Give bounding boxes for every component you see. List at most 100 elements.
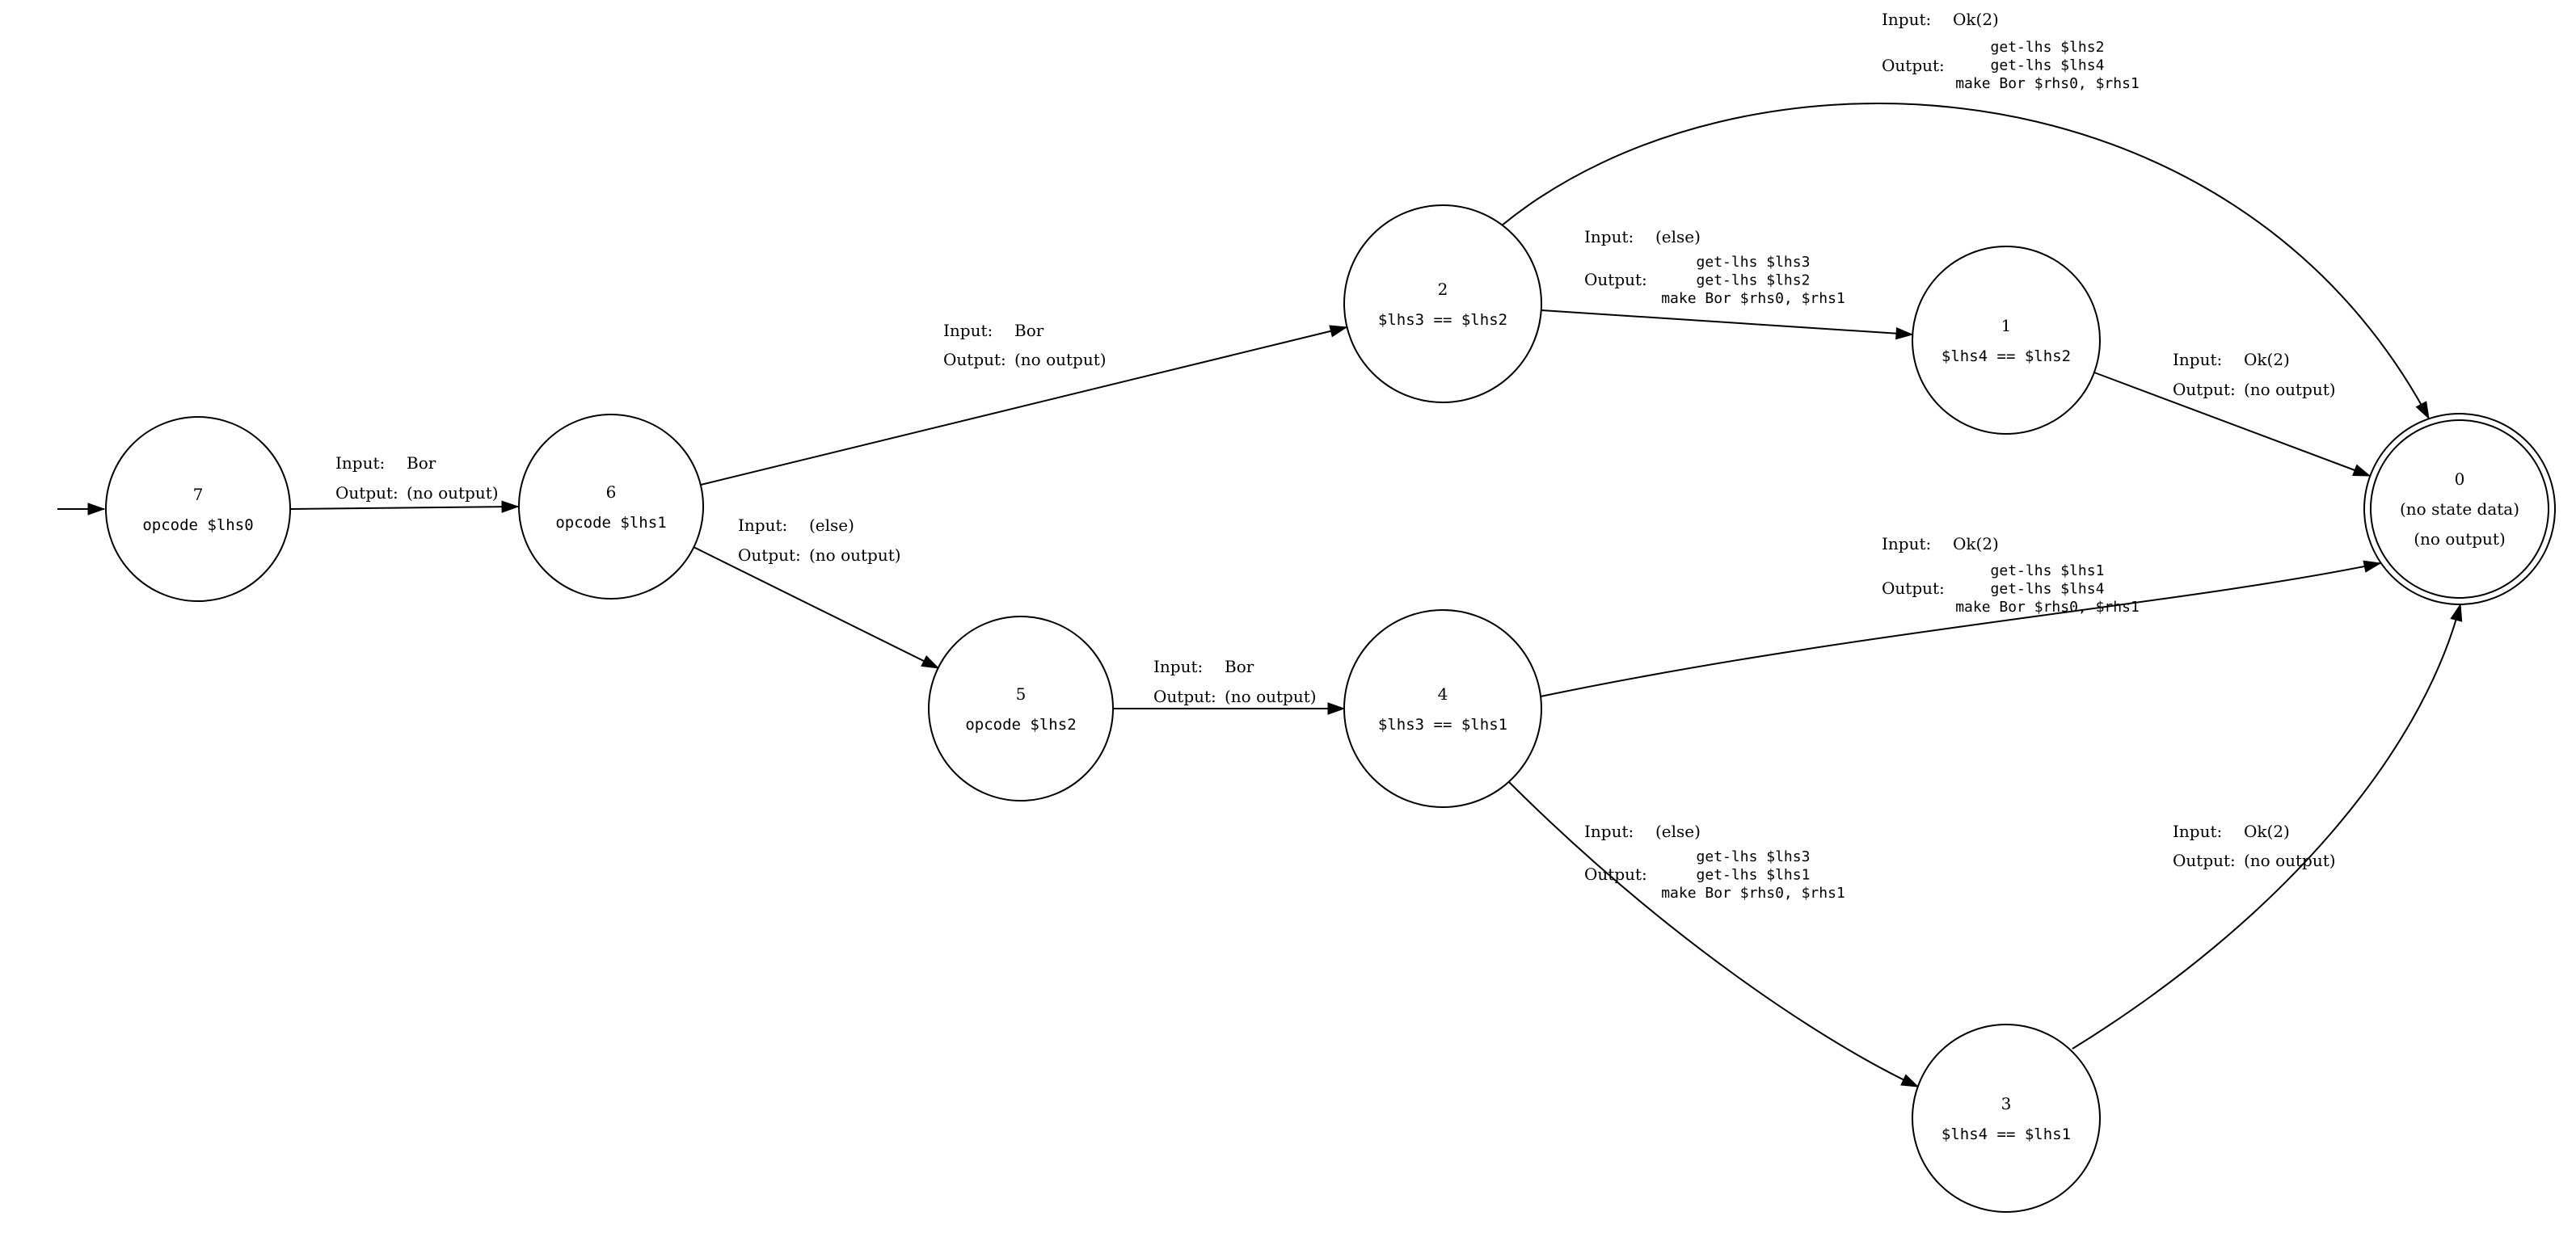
output-key: Output: <box>738 545 801 565</box>
input-key: Input: <box>1882 10 1931 29</box>
transition-arrow-2-to-0 <box>1501 102 2430 419</box>
input-value: (else) <box>809 515 854 535</box>
state-circle-4 <box>1343 609 1542 808</box>
output-key: Output: <box>2173 851 2236 870</box>
state-node-5: 5 opcode $lhs2 <box>928 616 1114 802</box>
state-detail-1: $lhs4 == $lhs2 <box>1941 347 2071 365</box>
state-id-5: 5 <box>1016 684 1027 704</box>
input-key: Input: <box>1584 227 1634 246</box>
state-detail-0: (no output) <box>2414 529 2506 549</box>
output-action-line: make Bor $rhs0, $rhs1 <box>1661 885 1845 902</box>
transition-label-2-to-1: Input: (else) Output: get-lhs $lhs3get-lhs … <box>1584 227 1845 307</box>
transition-edge-2-to-1 <box>1541 309 1912 334</box>
state-id-6: 6 <box>606 482 617 502</box>
transition-edge-2-to-0 <box>1501 102 2430 419</box>
input-value: (else) <box>1655 822 1701 841</box>
transition-label-6-to-5: Input:(else)Output:(no output) <box>738 515 901 565</box>
input-value: Ok(2) <box>2244 822 2290 841</box>
transition-edge-6-to-2 <box>700 327 1347 486</box>
state-node-3: 3 $lhs4 == $lhs1 <box>1912 1024 2101 1213</box>
transition-arrow-4-to-0 <box>1540 563 2380 697</box>
transition-label-3-to-0: Input: Ok(2) Output: (no output) <box>2173 822 2336 870</box>
input-key: Input: <box>1882 534 1931 553</box>
transition-edge-4-to-3 <box>1508 781 1918 1088</box>
output-action-line: make Bor $rhs0, $rhs1 <box>1661 290 1845 307</box>
output-value: (no output) <box>1014 350 1107 369</box>
state-id-3: 3 <box>2001 1094 2012 1113</box>
transition-arrow-7-to-6 <box>289 507 518 509</box>
transition-edge-6-to-5 <box>693 546 938 669</box>
state-id-0: 0 <box>2455 469 2465 489</box>
transition-arrow-2-to-1 <box>1541 309 1912 334</box>
output-action-line: get-lhs $lhs1 <box>1991 562 2105 579</box>
input-value: Ok(2) <box>1953 10 1999 29</box>
transition-edge-7-to-6 <box>289 507 518 509</box>
output-key: Output: <box>1153 687 1216 706</box>
input-key: Input: <box>2173 822 2222 841</box>
transition-arrow-4-to-3 <box>1508 781 1918 1088</box>
state-circle-3 <box>1912 1024 2101 1213</box>
accepting-inner-circle-0 <box>2370 419 2549 599</box>
state-id-7: 7 <box>193 485 204 504</box>
input-value: (else) <box>1655 227 1701 246</box>
output-value: (no output) <box>2244 380 2336 399</box>
output-value: (no output) <box>407 483 499 503</box>
state-detail-5: opcode $lhs2 <box>965 716 1076 734</box>
state-detail-4: $lhs3 == $lhs1 <box>1378 716 1507 734</box>
transition-arrow-6-to-5 <box>693 546 938 669</box>
output-action-line: make Bor $rhs0, $rhs1 <box>1955 599 2140 616</box>
output-action-line: get-lhs $lhs3 <box>1697 254 1811 271</box>
input-value: Bor <box>407 453 436 473</box>
state-id-1: 1 <box>2001 316 2012 335</box>
state-node-7: 7 opcode $lhs0 <box>105 416 291 602</box>
state-circle-5 <box>928 616 1114 802</box>
transition-edge-4-to-0 <box>1540 563 2380 697</box>
output-action-line: get-lhs $lhs2 <box>1697 272 1811 289</box>
input-key: Input: <box>1584 822 1634 841</box>
transition-arrow-1-to-0 <box>2093 372 2370 477</box>
transition-arrow-6-to-2 <box>700 327 1347 486</box>
output-key: Output: <box>335 483 398 503</box>
input-key: Input: <box>1153 657 1203 676</box>
output-value: (no output) <box>1225 687 1317 706</box>
output-key: Output: <box>1584 270 1647 289</box>
output-value: (no output) <box>2244 851 2336 870</box>
state-circle-6 <box>518 414 704 600</box>
output-key: Output: <box>1584 865 1647 884</box>
state-node-0: 0(no state data)(no output) <box>2363 413 2556 605</box>
state-node-1: 1 $lhs4 == $lhs2 <box>1912 246 2101 435</box>
state-node-4: 4 $lhs3 == $lhs1 <box>1343 609 1542 808</box>
transition-arrow-3-to-0 <box>2072 604 2460 1050</box>
input-key: Input: <box>2173 350 2222 369</box>
state-detail-7: opcode $lhs0 <box>142 516 253 534</box>
input-key: Input: <box>738 515 787 535</box>
output-key: Output: <box>2173 380 2236 399</box>
input-value: Ok(2) <box>2244 350 2290 369</box>
transition-edge-3-to-0 <box>2072 604 2460 1050</box>
output-action-line: get-lhs $lhs1 <box>1697 867 1811 884</box>
output-action-line: make Bor $rhs0, $rhs1 <box>1955 75 2140 92</box>
state-circle-1 <box>1912 246 2101 435</box>
edges-layer <box>57 102 2460 1088</box>
output-key: Output: <box>943 350 1006 369</box>
input-value: Bor <box>1014 321 1044 340</box>
state-id-4: 4 <box>1438 684 1448 704</box>
output-action-line: get-lhs $lhs4 <box>1991 57 2105 74</box>
input-value: Bor <box>1225 657 1254 676</box>
state-detail-3: $lhs4 == $lhs1 <box>1941 1126 2071 1143</box>
state-node-2: 2$lhs3 == $lhs2 <box>1343 204 1542 403</box>
output-key: Output: <box>1882 579 1945 598</box>
state-id-2: 2 <box>1438 280 1448 299</box>
state-circle-2 <box>1343 204 1542 403</box>
input-key: Input: <box>943 321 993 340</box>
output-action-line: get-lhs $lhs2 <box>1991 39 2105 56</box>
state-circle-7 <box>105 416 291 602</box>
